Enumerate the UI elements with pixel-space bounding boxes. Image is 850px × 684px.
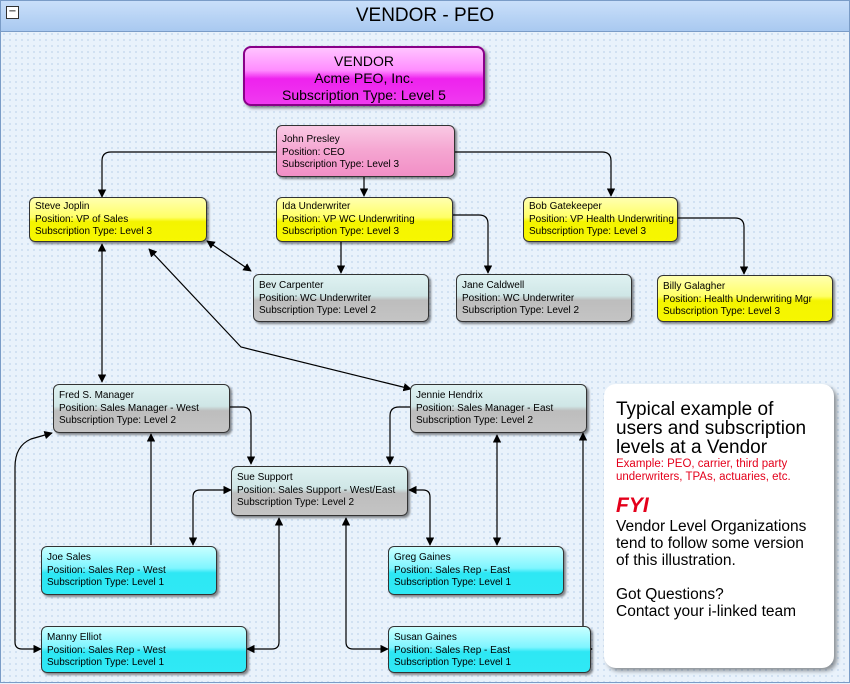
node-position: Position: WC Underwriter <box>462 292 575 304</box>
node-subscription: Subscription Type: Level 1 <box>394 657 512 668</box>
node-name: Ida Underwriter <box>282 201 351 212</box>
info-questions-line: Contact your i-linked team <box>616 603 797 620</box>
info-heading-line: Typical example of <box>616 399 774 420</box>
node-position: Position: Sales Manager - East <box>416 402 554 414</box>
node-name: John Presley <box>282 134 340 145</box>
node-position: Position: Sales Rep - East <box>394 644 511 656</box>
window-titlebar: − VENDOR - PEO <box>1 1 849 32</box>
node-position: Position: Sales Manager - West <box>59 402 199 414</box>
connector-jennie-sue <box>385 406 410 465</box>
node-fred-manager[interactable]: Fred S. Manager Position: Sales Manager … <box>53 384 230 433</box>
node-subscription: Subscription Type: Level 2 <box>416 415 534 426</box>
node-subscription: Subscription Type: Level 3 <box>529 226 647 237</box>
node-steve-joplin[interactable]: Steve Joplin Position: VP of Sales Subsc… <box>29 197 207 242</box>
node-position: Position: WC Underwriter <box>259 292 372 304</box>
vendor-subscription: Subscription Type: Level 5 <box>282 87 446 103</box>
node-bob-gatekeeper[interactable]: Bob Gatekeeper Position: VP Health Under… <box>523 197 678 242</box>
connector-fred-sue <box>230 406 256 465</box>
node-subscription: Subscription Type: Level 3 <box>282 159 400 170</box>
node-name: Jane Caldwell <box>462 280 525 291</box>
node-name: Sue Support <box>237 472 293 483</box>
node-position: Position: Sales Support - West/East <box>237 484 396 496</box>
node-name: Bob Gatekeeper <box>529 201 602 212</box>
node-subscription: Subscription Type: Level 3 <box>663 306 781 317</box>
node-position: Position: VP Health Underwriting <box>529 213 674 225</box>
connector-steve-jennie <box>148 248 412 392</box>
vendor-box: VENDOR Acme PEO, Inc. Subscription Type:… <box>243 46 485 106</box>
info-body-line: tend to follow some version <box>616 535 804 552</box>
node-manny-elliot[interactable]: Manny Elliot Position: Sales Rep - West … <box>41 626 247 673</box>
connector-manny-fred <box>14 431 53 654</box>
window-title: VENDOR - PEO <box>355 5 495 26</box>
node-greg-gaines[interactable]: Greg Gaines Position: Sales Rep - East S… <box>388 546 564 595</box>
node-position: Position: VP WC Underwriting <box>282 213 415 225</box>
connector-john-bob <box>454 151 616 197</box>
node-subscription: Subscription Type: Level 3 <box>282 226 400 237</box>
vendor-label: VENDOR <box>334 53 394 69</box>
node-ida-underwriter[interactable]: Ida Underwriter Position: VP WC Underwri… <box>276 197 453 242</box>
node-name: Greg Gaines <box>394 552 451 563</box>
connector-manny-sue <box>246 517 284 654</box>
info-body-line: of this illustration. <box>616 552 736 569</box>
node-name: Jennie Hendrix <box>416 390 483 401</box>
node-subscription: Subscription Type: Level 2 <box>237 497 355 508</box>
node-sue-support[interactable]: Sue Support Position: Sales Support - We… <box>231 466 408 516</box>
info-questions: Got Questions? Contact your i-linked tea… <box>616 586 824 620</box>
info-example-line: underwriters, TPAs, actuaries, etc. <box>616 471 791 483</box>
node-name: Susan Gaines <box>394 632 457 643</box>
node-name: Steve Joplin <box>35 201 90 212</box>
connector-greg-sue <box>408 485 435 546</box>
info-fyi: FYI <box>616 494 649 517</box>
node-position: Position: Sales Rep - West <box>47 564 166 576</box>
node-subscription: Subscription Type: Level 1 <box>394 577 512 588</box>
info-heading: Typical example of users and subscriptio… <box>616 400 824 457</box>
node-jane-caldwell[interactable]: Jane Caldwell Position: WC Underwriter S… <box>456 274 632 322</box>
connector-susan-jennie <box>575 432 593 654</box>
node-billy-galagher[interactable]: Billy Galagher Position: Health Underwri… <box>657 275 833 322</box>
info-questions-line: Got Questions? <box>616 586 724 603</box>
node-subscription: Subscription Type: Level 2 <box>259 305 377 316</box>
node-position: Position: CEO <box>282 146 345 158</box>
connector-steve-bev <box>206 240 252 272</box>
collapse-icon[interactable]: − <box>6 6 19 19</box>
vendor-company: Acme PEO, Inc. <box>314 70 414 86</box>
connector-ida-jane <box>452 214 493 274</box>
connector-john-steve <box>97 151 276 198</box>
info-example: Example: PEO, carrier, third party under… <box>616 458 824 484</box>
connector-bob-billy <box>677 217 749 275</box>
node-susan-gaines[interactable]: Susan Gaines Position: Sales Rep - East … <box>388 626 591 673</box>
node-subscription: Subscription Type: Level 2 <box>59 415 177 426</box>
node-position: Position: Sales Rep - West <box>47 644 166 656</box>
node-name: Joe Sales <box>47 552 91 563</box>
node-joe-sales[interactable]: Joe Sales Position: Sales Rep - West Sub… <box>41 546 217 595</box>
node-position: Position: Sales Rep - East <box>394 564 511 576</box>
info-panel: Typical example of users and subscriptio… <box>604 384 834 668</box>
node-bev-carpenter[interactable]: Bev Carpenter Position: WC Underwriter S… <box>253 274 429 322</box>
node-position: Position: Health Underwriting Mgr <box>663 293 812 305</box>
info-heading-line: levels at a Vendor <box>616 437 768 458</box>
node-position: Position: VP of Sales <box>35 213 129 225</box>
info-heading-line: users and subscription <box>616 418 807 439</box>
node-subscription: Subscription Type: Level 1 <box>47 657 165 668</box>
node-name: Billy Galagher <box>663 281 726 292</box>
node-name: Manny Elliot <box>47 632 102 643</box>
node-name: Bev Carpenter <box>259 280 324 291</box>
node-subscription: Subscription Type: Level 2 <box>462 305 580 316</box>
node-john-presley[interactable]: John Presley Position: CEO Subscription … <box>276 125 455 177</box>
node-jennie-hendrix[interactable]: Jennie Hendrix Position: Sales Manager -… <box>410 384 587 433</box>
info-body-line: Vendor Level Organizations <box>616 518 807 535</box>
connector-susan-sue <box>341 517 389 654</box>
connector-joe-sue <box>188 485 232 546</box>
node-subscription: Subscription Type: Level 3 <box>35 226 153 237</box>
info-example-line: Example: PEO, carrier, third party <box>616 458 788 470</box>
info-body: Vendor Level Organizations tend to follo… <box>616 518 824 569</box>
node-subscription: Subscription Type: Level 1 <box>47 577 165 588</box>
node-name: Fred S. Manager <box>59 390 135 401</box>
